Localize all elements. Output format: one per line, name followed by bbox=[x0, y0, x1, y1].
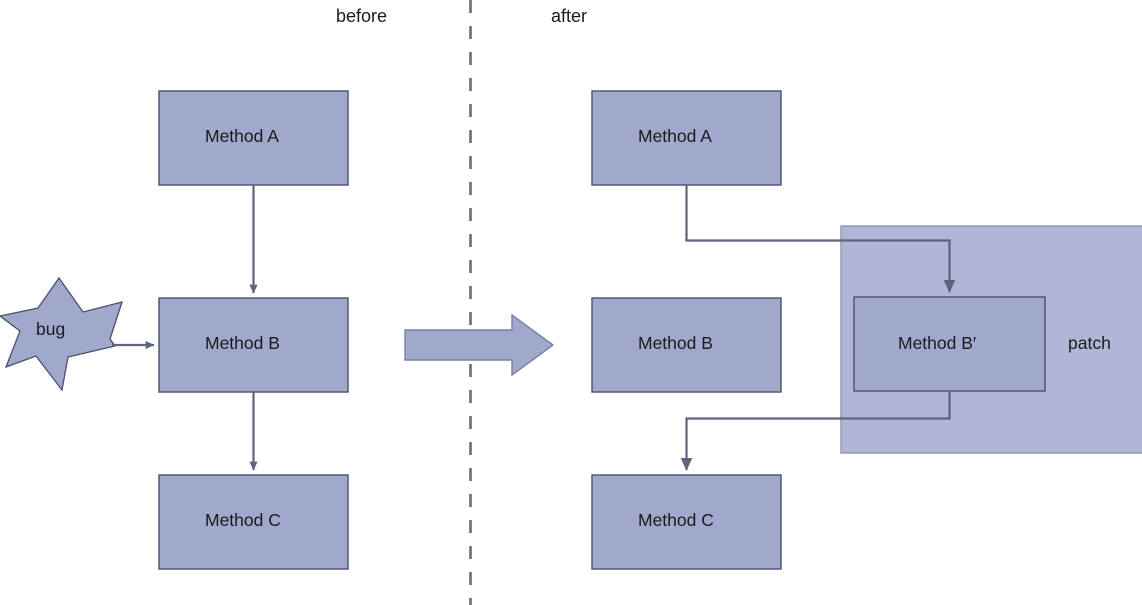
node-method-a-after[interactable] bbox=[591, 90, 782, 186]
node-method-b-after[interactable] bbox=[591, 297, 782, 393]
edge-method-bprime-to-method-c bbox=[680, 391, 951, 471]
edge-method-a-to-method-bprime bbox=[685, 185, 956, 293]
node-method-b-prime[interactable] bbox=[853, 296, 1046, 392]
node-method-b[interactable] bbox=[158, 297, 349, 393]
transform-block-arrow bbox=[404, 313, 555, 377]
before-group bbox=[0, 90, 349, 570]
bug-star-shape bbox=[0, 276, 123, 392]
node-method-c-after[interactable] bbox=[591, 474, 782, 570]
node-method-c[interactable] bbox=[158, 474, 349, 570]
node-method-a[interactable] bbox=[158, 90, 349, 186]
after-group bbox=[591, 90, 1142, 570]
